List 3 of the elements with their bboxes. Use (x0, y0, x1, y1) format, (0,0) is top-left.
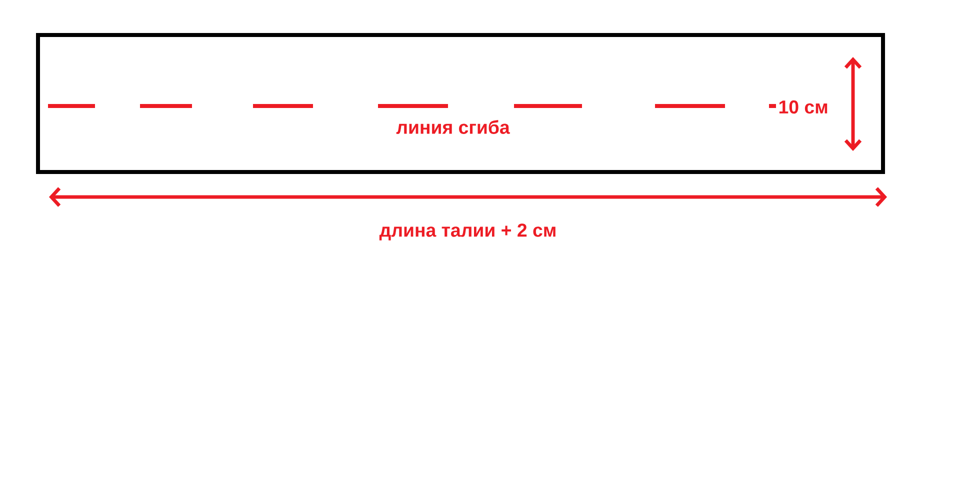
dimension-label: длина талии + 2 см (379, 224, 556, 240)
fold-line-label: линия сгиба (396, 120, 510, 134)
dimension-label: 10 см (779, 100, 828, 114)
